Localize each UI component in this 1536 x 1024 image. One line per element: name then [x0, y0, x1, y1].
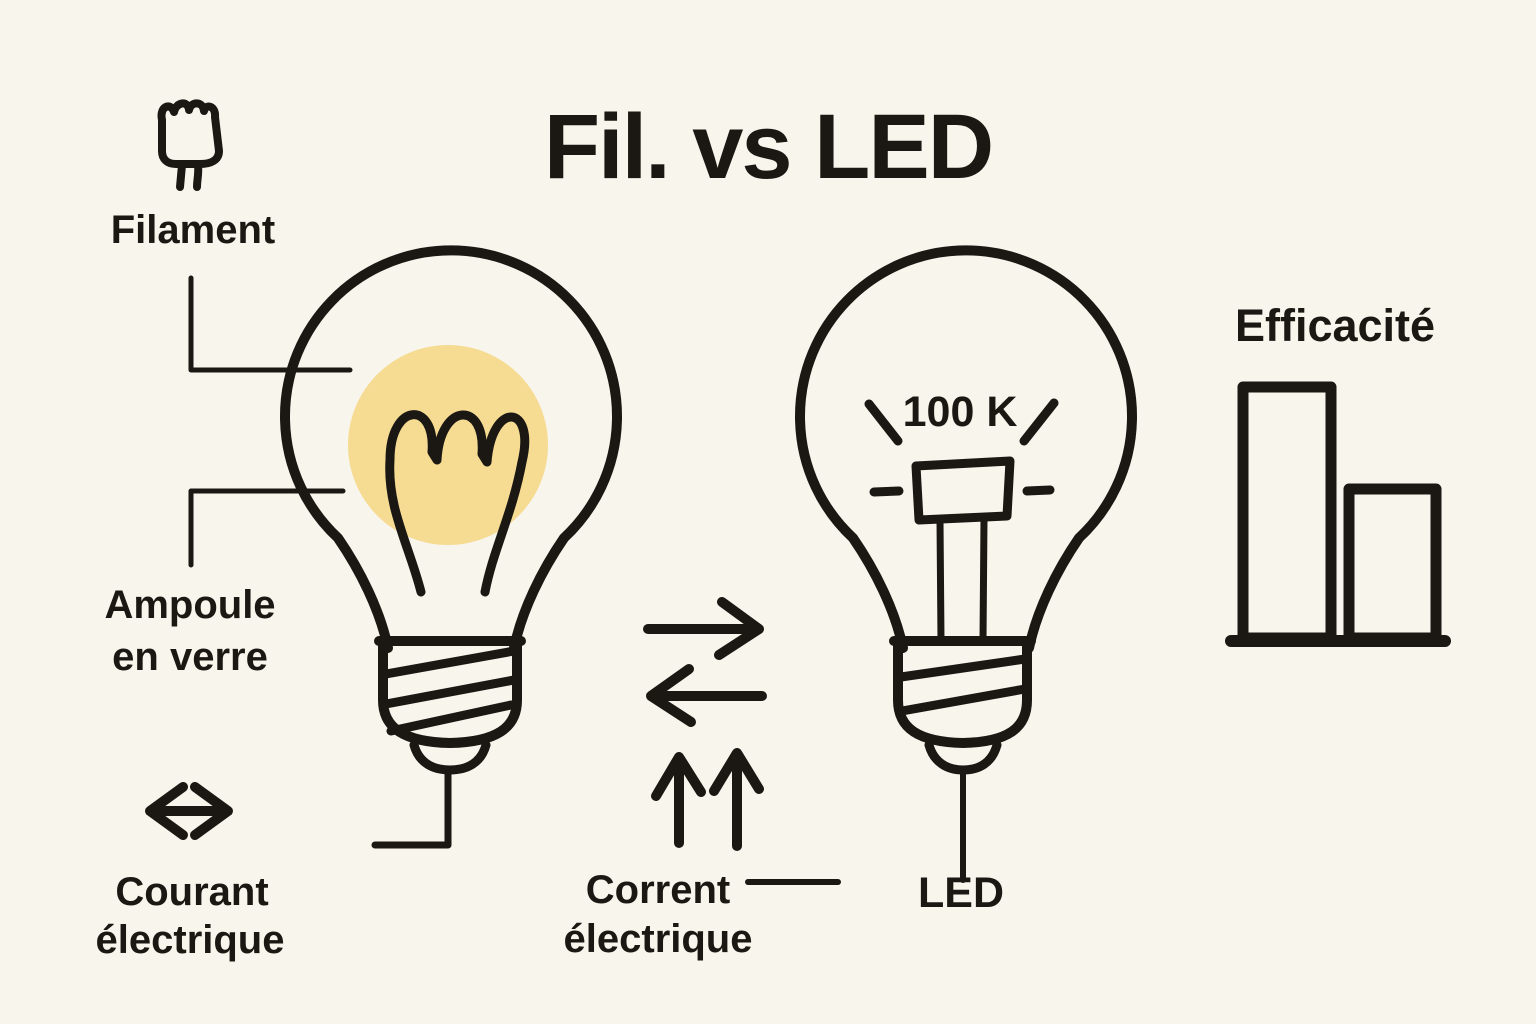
courant-label-line1: Courant [115, 870, 268, 914]
efficiency-bar-tall [1237, 381, 1337, 644]
filament-label: Filament [111, 208, 275, 252]
led-label: LED [918, 869, 1004, 917]
filament-bulb-icon [280, 245, 622, 849]
glass-outline [795, 245, 1137, 653]
led-chip-icon [911, 456, 1015, 525]
screw-base [374, 636, 526, 775]
leader-lines [188, 275, 353, 568]
courant-label-line2: électrique [96, 918, 285, 962]
chip-legs [936, 515, 988, 644]
glass-label-line2: en verre [112, 635, 268, 679]
screw-base [889, 636, 1036, 775]
corrent-label-line2: électrique [564, 917, 753, 961]
left-right-arrow-icon [145, 782, 233, 840]
filament-coil-icon [157, 99, 223, 191]
efficiency-label: Efficacité [1235, 300, 1435, 351]
left-arrow-icon [646, 664, 767, 727]
ray-ticks [864, 398, 1059, 446]
glass-outline [280, 245, 622, 653]
glass-label-line1: Ampoule [104, 583, 275, 627]
filament-leader-line [188, 275, 353, 373]
up-arrows-icon [651, 748, 764, 851]
efficiency-bars-icon [1225, 381, 1451, 647]
glass-leader-line [188, 488, 346, 568]
temperature-value: 100 K [903, 388, 1018, 436]
filament-coil [385, 410, 530, 597]
corrent-label-line1: Corrent [586, 868, 730, 912]
page-title: Fil. vs LED [544, 96, 992, 198]
right-arrow-icon [643, 597, 764, 660]
supply-wire [371, 766, 452, 849]
side-dashes [869, 485, 1055, 497]
led-bulb-icon: 100 K [795, 245, 1137, 883]
efficiency-bar-short [1343, 483, 1442, 644]
glow-circle [348, 345, 548, 545]
